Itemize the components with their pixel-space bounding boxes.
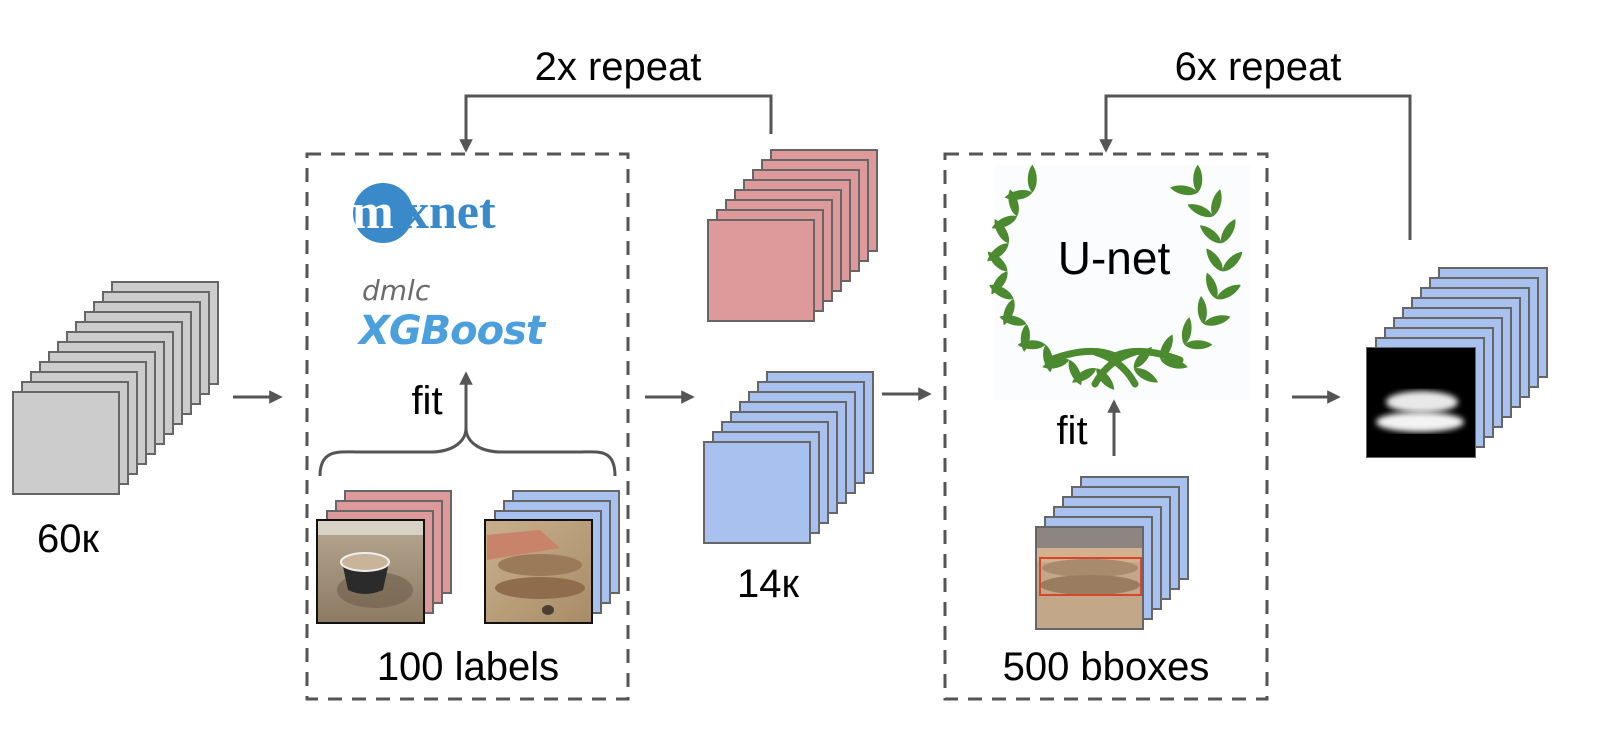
laurel-wreath-icon [987,164,1243,390]
laurel-leaf [1220,218,1236,244]
laurel-leaf [1020,323,1030,352]
mxnet-logo-text: xnet [404,183,496,239]
laurel-leaf [1068,359,1082,386]
laurel-leaf [991,271,1008,295]
laurel-leaf [1216,284,1241,300]
xgboost-label: XGBoost [356,308,547,354]
stage1-repeat-label: 2x repeat [535,45,702,89]
laurel-leaf [991,215,1018,229]
bounding-box [1039,557,1142,596]
laurel-leaf [1199,225,1222,244]
stage2-samples-label: 500 bboxes [1003,645,1210,689]
bbox-photo [1035,526,1144,630]
stage1-samples-label: 100 labels [377,645,559,689]
coffee-photo [316,519,425,624]
unet-label: U-net [1058,232,1171,284]
segmentation-mask-image [1367,348,1475,457]
laurel-leaf [1206,272,1218,299]
laurel-leaf [1206,248,1223,272]
intermediate-count-label: 14к [737,562,799,606]
laurel-leaf [1133,367,1159,383]
stage2-repeat-arrow [1099,94,1412,240]
dmlc-label: dmlc [362,274,431,307]
laurel-leaf [1222,251,1243,272]
laurel-leaf [1027,164,1037,193]
laurel-leaf [1187,204,1213,218]
stage2-fit-label: fit [1056,409,1087,453]
laurel-leaf [1193,164,1203,193]
mxnet-logo-m: m [352,183,394,239]
laurel-leaf [1197,296,1207,324]
stage2-repeat-label: 6x repeat [1175,45,1342,89]
laurel-leaf [1211,189,1222,217]
laurel-leaf [1170,185,1198,196]
mxnet-logo-circle [353,183,413,243]
laurel-leaf [1004,190,1033,200]
mxnet-logo: m xnet [352,183,496,243]
class-b-image-stack [703,371,874,544]
input-image-stack [12,281,219,495]
input-count-label: 60к [37,517,99,561]
laurel-leaf [1184,340,1213,350]
laurel-leaf [1203,315,1231,326]
laurel-leaf [987,243,1009,262]
grouping-brace [318,427,617,477]
laurel-leaf [1181,317,1192,345]
stack-layer [703,441,811,544]
laurel-ribbon [1046,347,1184,388]
stack-layer [12,391,120,495]
bread-photo [484,519,593,624]
xgboost-logo: dmlc XGBoost [356,274,548,354]
stage1-repeat-arrow [459,94,773,153]
stage1-fit-label: fit [411,379,442,423]
class-a-image-stack [707,149,878,322]
stack-layer [707,219,815,322]
laurel-leaf [1160,358,1188,369]
laurel-leaf [1003,298,1015,326]
